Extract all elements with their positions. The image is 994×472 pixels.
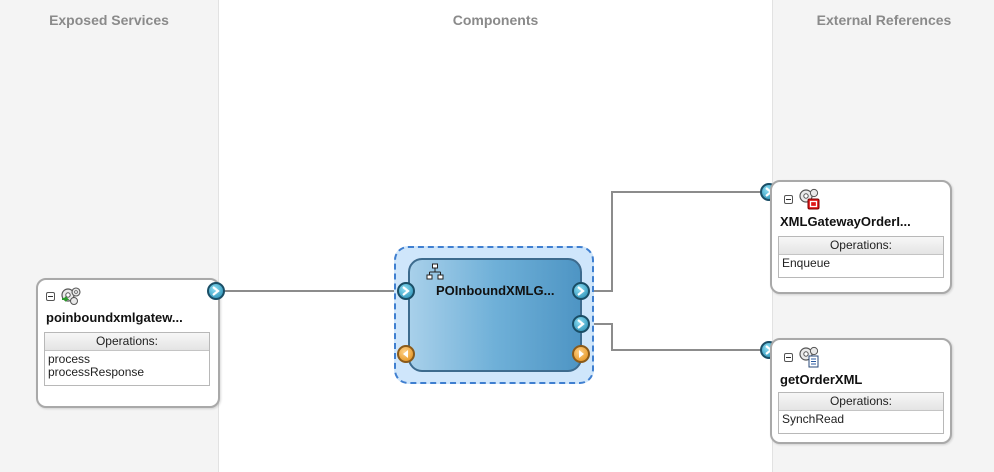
triangle-right-icon xyxy=(579,350,584,358)
component-left-event-port[interactable] xyxy=(397,345,415,363)
enqueue-operations-list: Enqueue xyxy=(779,255,943,272)
component-output-port-1[interactable] xyxy=(572,282,590,300)
chevron-right-icon xyxy=(577,286,585,296)
wire-component-to-enqueue xyxy=(586,191,766,292)
service-operations-box: Operations: process processResponse xyxy=(44,332,210,386)
collapse-icon[interactable] xyxy=(784,352,793,362)
component-right-event-port[interactable] xyxy=(572,345,590,363)
chevron-right-icon xyxy=(402,286,410,296)
enqueue-operations-header: Operations: xyxy=(779,237,943,255)
components-lane: Components xyxy=(219,0,772,472)
gear-cluster-icon xyxy=(61,287,81,305)
enqueue-reference-header xyxy=(784,188,821,210)
component-output-port-2[interactable] xyxy=(572,315,590,333)
enqueue-reference-name: XMLGatewayOrderI... xyxy=(780,214,911,229)
service-operations-header: Operations: xyxy=(45,333,209,351)
operation-item[interactable]: process xyxy=(48,352,91,366)
getorder-reference-name: getOrderXML xyxy=(780,372,863,387)
hierarchy-icon xyxy=(426,263,444,280)
external-references-title: External References xyxy=(816,12,952,28)
collapse-icon[interactable] xyxy=(46,291,55,301)
operation-item[interactable]: Enqueue xyxy=(782,256,831,270)
getorder-operations-header: Operations: xyxy=(779,393,943,411)
exposed-services-title: Exposed Services xyxy=(49,12,169,28)
bpel-component[interactable] xyxy=(408,258,582,372)
component-name: POInboundXMLG... xyxy=(436,283,555,298)
enqueue-reference-card[interactable]: XMLGatewayOrderI... Operations: Enqueue xyxy=(770,180,952,294)
getorder-operations-box: Operations: SynchRead xyxy=(778,392,944,434)
operation-item[interactable]: SynchRead xyxy=(782,412,845,426)
components-title: Components xyxy=(452,12,539,28)
service-card-header xyxy=(46,286,83,306)
operation-item[interactable]: processResponse xyxy=(48,365,145,379)
collapse-icon[interactable] xyxy=(784,194,793,204)
getorder-reference-header xyxy=(784,346,821,368)
service-output-port[interactable] xyxy=(207,282,225,300)
service-operations-list: process processResponse xyxy=(45,351,209,381)
getorder-operations-list: SynchRead xyxy=(779,411,943,428)
service-card[interactable]: poinboundxmlgatew... Operations: process… xyxy=(36,278,220,408)
gear-file-adapter-icon xyxy=(799,346,819,368)
gear-queue-adapter-icon xyxy=(799,188,820,210)
component-input-port[interactable] xyxy=(397,282,415,300)
triangle-left-icon xyxy=(403,350,408,358)
chevron-right-icon xyxy=(577,319,585,329)
chevron-right-icon xyxy=(212,286,220,296)
enqueue-operations-box: Operations: Enqueue xyxy=(778,236,944,278)
getorder-reference-card[interactable]: getOrderXML Operations: SynchRead xyxy=(770,338,952,444)
wire-component-to-getorder xyxy=(586,323,766,351)
service-name: poinboundxmlgatew... xyxy=(46,310,183,325)
